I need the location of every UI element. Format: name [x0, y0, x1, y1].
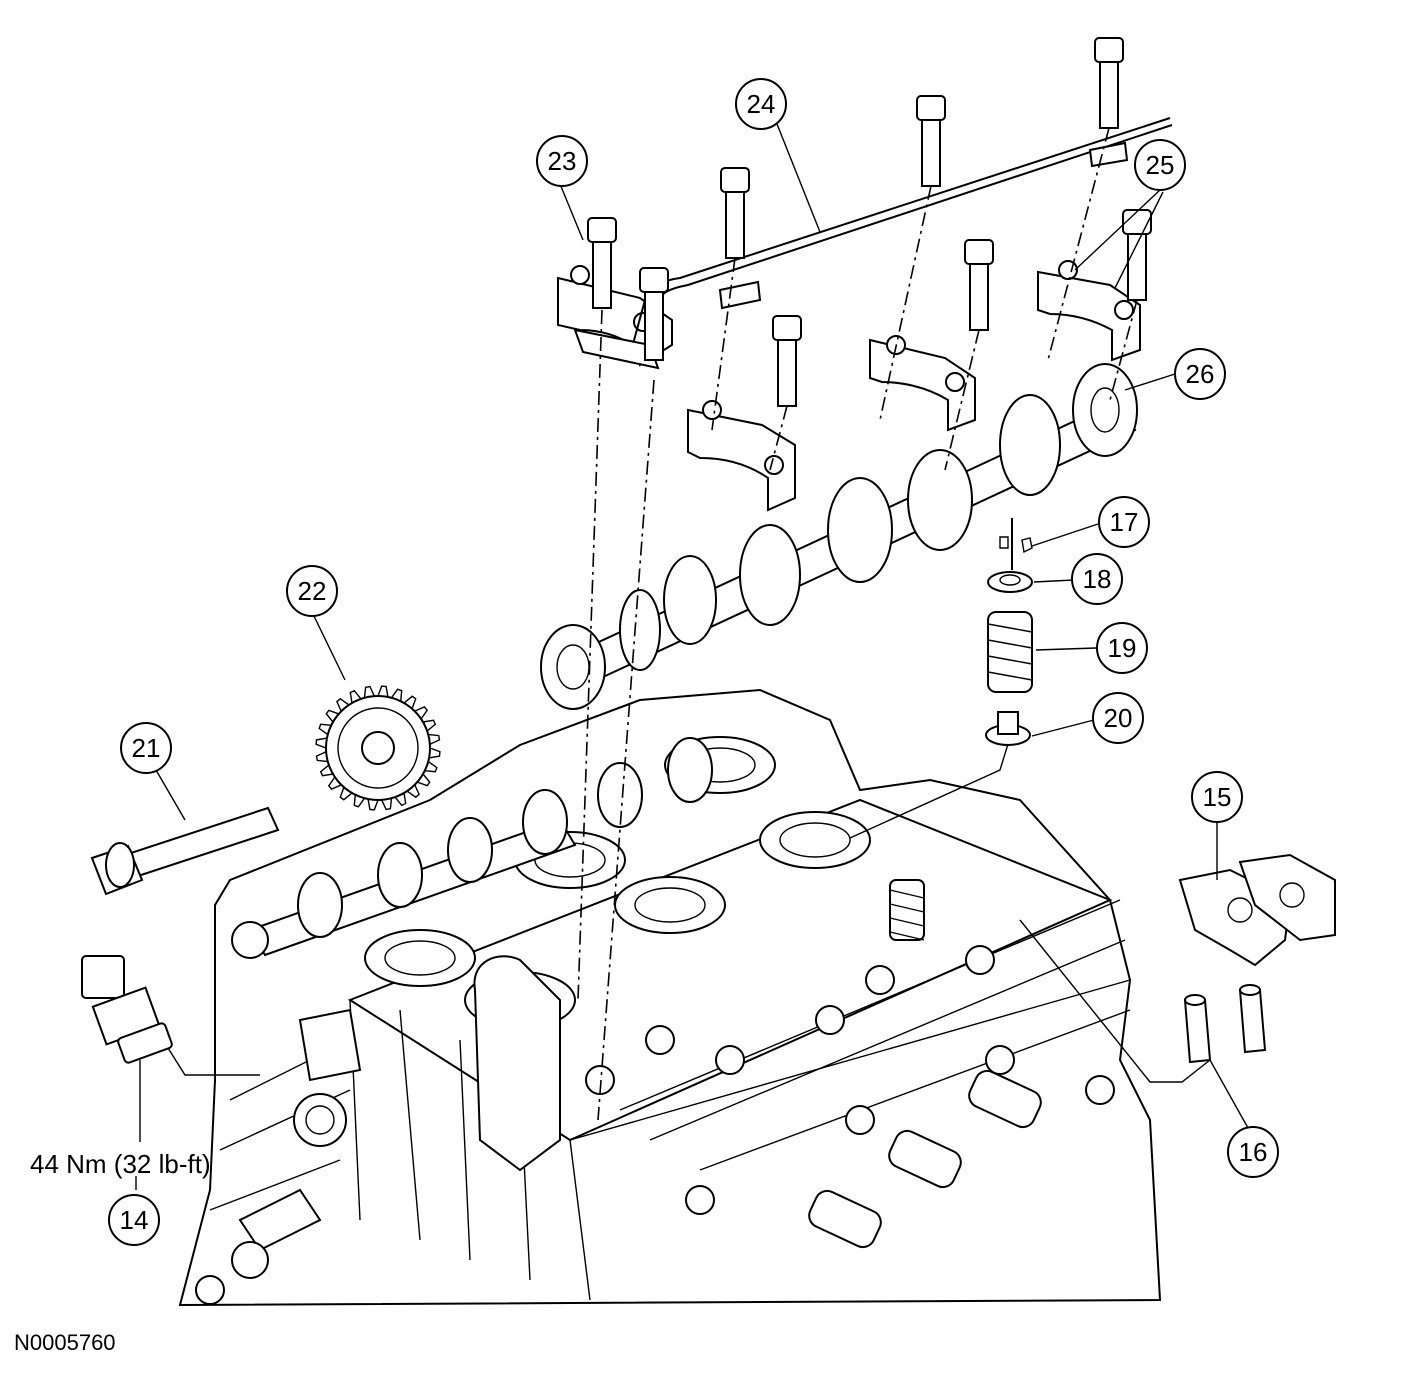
sprocket-bolt	[90, 806, 280, 896]
svg-text:23: 23	[548, 146, 577, 176]
camshaft	[540, 363, 1138, 710]
bolt-2	[639, 267, 669, 361]
lash-adjusters	[1183, 984, 1267, 1064]
callout-20: 20	[1092, 692, 1144, 744]
roller-followers	[1178, 853, 1336, 967]
svg-text:20: 20	[1104, 703, 1133, 733]
bearing-cap-3	[869, 335, 976, 432]
bolt-6	[964, 239, 994, 331]
callout-25: 25	[1134, 139, 1186, 191]
callouts: 14 15 16 17 18 19 20 21 22 23 24 25 26	[108, 78, 1279, 1246]
callout-22: 22	[286, 565, 338, 617]
callout-21: 21	[120, 722, 172, 774]
svg-text:25: 25	[1146, 150, 1175, 180]
bolt-8	[1122, 209, 1152, 301]
bolt-1	[587, 217, 617, 309]
bolt-7	[1094, 37, 1124, 129]
svg-text:15: 15	[1203, 782, 1232, 812]
assembly-centerlines	[577, 127, 1138, 1121]
svg-text:19: 19	[1108, 633, 1137, 663]
svg-text:22: 22	[298, 576, 327, 606]
oil-pressure-sender	[81, 955, 173, 1064]
torque-spec: 44 Nm (32 lb-ft)	[30, 1149, 211, 1179]
svg-text:24: 24	[747, 89, 776, 119]
valve-keepers	[999, 536, 1033, 554]
valve-spring	[987, 611, 1033, 693]
callout-19: 19	[1096, 622, 1148, 674]
bearing-cap-4	[1037, 260, 1141, 362]
bolt-4	[772, 315, 802, 407]
installed-valve-spring	[889, 879, 925, 941]
callout-15: 15	[1191, 771, 1243, 823]
callout-17: 17	[1098, 496, 1150, 548]
svg-text:26: 26	[1186, 359, 1215, 389]
figure-id: N0005760	[14, 1330, 116, 1355]
bolt-3	[720, 167, 750, 259]
valve-seal	[985, 711, 1031, 746]
bolt-5	[916, 95, 946, 187]
callout-16: 16	[1227, 1126, 1279, 1178]
valve-train-parts	[985, 518, 1033, 746]
valve-spring-retainer	[987, 571, 1033, 593]
callout-23: 23	[536, 135, 588, 187]
callout-14: 14	[108, 1194, 160, 1246]
callout-24: 24	[735, 78, 787, 130]
svg-text:14: 14	[120, 1205, 149, 1235]
svg-text:16: 16	[1239, 1137, 1268, 1167]
camshaft-sprocket	[315, 685, 441, 811]
svg-text:18: 18	[1083, 564, 1112, 594]
svg-text:17: 17	[1110, 507, 1139, 537]
bearing-cap-2	[687, 400, 796, 512]
leader-lines	[135, 123, 1249, 1190]
callout-18: 18	[1071, 553, 1123, 605]
svg-text:21: 21	[132, 733, 161, 763]
callout-26: 26	[1174, 348, 1226, 400]
installed-camshaft	[231, 737, 713, 959]
